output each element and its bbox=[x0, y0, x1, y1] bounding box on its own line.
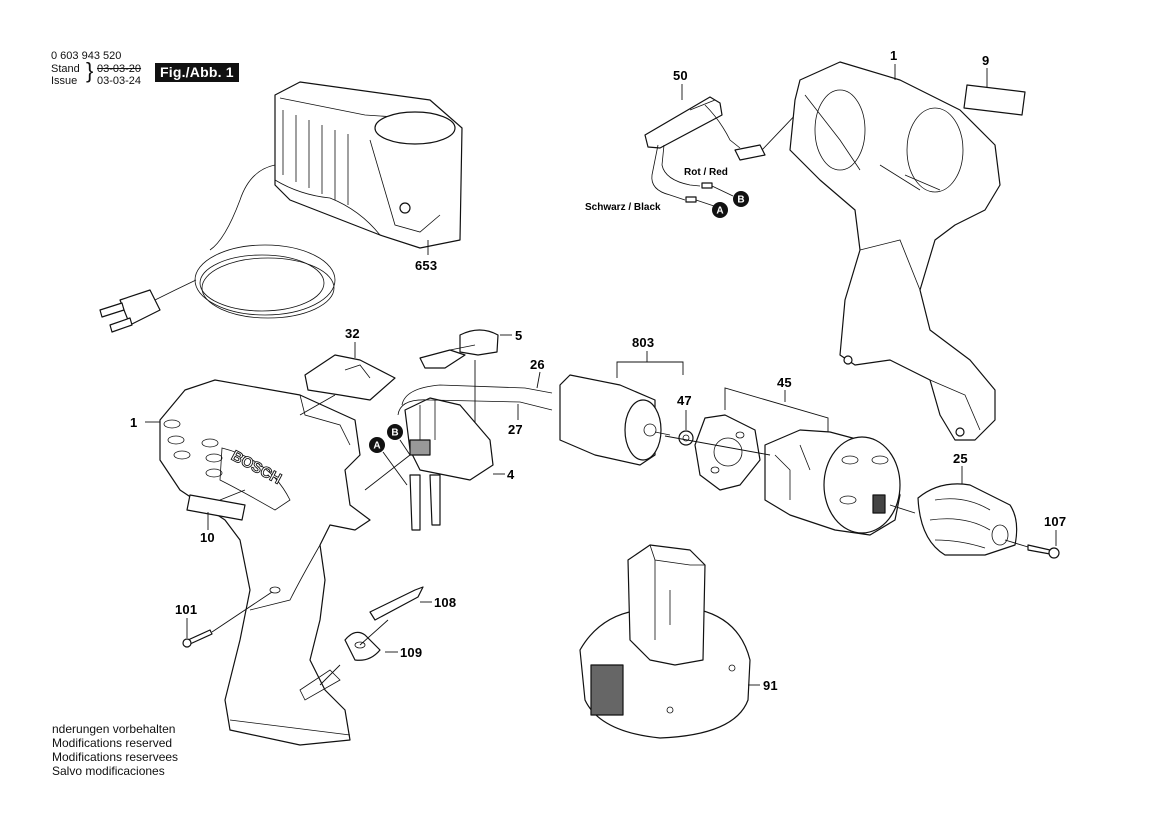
label-1-right: 1 bbox=[890, 48, 897, 63]
label-50: 50 bbox=[673, 68, 688, 83]
axis-line-screw bbox=[1005, 540, 1028, 547]
housing-left-1[interactable] bbox=[160, 380, 370, 745]
label-25: 25 bbox=[953, 451, 968, 466]
part-91-battery[interactable] bbox=[580, 545, 750, 738]
footer-line: Modifications reservees bbox=[52, 750, 179, 764]
svg-text:B: B bbox=[391, 428, 398, 439]
part-101-screw[interactable] bbox=[183, 630, 212, 647]
label-107: 107 bbox=[1044, 514, 1066, 529]
power-cord bbox=[155, 165, 335, 318]
part-10-label-plate[interactable] bbox=[187, 495, 245, 520]
label-47: 47 bbox=[677, 393, 692, 408]
label-108: 108 bbox=[434, 595, 456, 610]
red-connector bbox=[702, 183, 712, 188]
part-108-bit[interactable] bbox=[370, 587, 423, 620]
leader-26 bbox=[537, 372, 540, 388]
bracket-45 bbox=[725, 388, 828, 432]
part-803-motor[interactable] bbox=[560, 375, 670, 465]
svg-text:B: B bbox=[737, 195, 744, 206]
figure-label: Fig./Abb. 1 bbox=[155, 63, 239, 82]
black-connector bbox=[686, 197, 696, 202]
wire-27 bbox=[398, 400, 552, 415]
axis-line-motor bbox=[665, 436, 770, 455]
red-wire bbox=[662, 145, 700, 186]
svg-text:A: A bbox=[373, 441, 380, 452]
label-32: 32 bbox=[345, 326, 360, 341]
plug bbox=[100, 290, 160, 332]
axis-line-chuck bbox=[890, 505, 915, 513]
leader-a-switch bbox=[383, 452, 407, 485]
part-50-contact-plate[interactable] bbox=[645, 97, 765, 160]
label-5: 5 bbox=[515, 328, 522, 343]
axis-line-108 bbox=[360, 620, 388, 645]
axis-line-101 bbox=[212, 592, 272, 632]
label-101: 101 bbox=[175, 602, 197, 617]
marker-a-top: A bbox=[712, 202, 728, 218]
part-109-bit-holder[interactable] bbox=[345, 632, 380, 660]
marker-b-top: B bbox=[733, 191, 749, 207]
footer-notes: nderungen vorbehalten Modifications rese… bbox=[52, 722, 178, 778]
leader-10-to-housing bbox=[220, 490, 245, 500]
part-9-label-plate[interactable] bbox=[964, 85, 1025, 115]
label-653: 653 bbox=[415, 258, 437, 273]
part-number: 0 603 943 520 bbox=[51, 50, 122, 62]
part-4-switch[interactable] bbox=[405, 398, 493, 530]
label-10: 10 bbox=[200, 530, 215, 545]
label-black-wire: Schwarz / Black bbox=[585, 202, 661, 213]
black-wire bbox=[652, 145, 685, 200]
leader-black-a bbox=[696, 200, 714, 206]
housing-right-1[interactable] bbox=[790, 62, 1000, 440]
label-27: 27 bbox=[508, 422, 523, 437]
issue-label: Issue bbox=[51, 75, 78, 87]
part-5-direction-switch[interactable] bbox=[420, 330, 498, 368]
leader-red-b bbox=[712, 186, 733, 196]
marker-b-switch: B bbox=[387, 424, 403, 440]
part-45-ring[interactable] bbox=[695, 415, 760, 490]
charger-653[interactable] bbox=[275, 82, 462, 248]
part-45-gearbox[interactable] bbox=[765, 430, 900, 535]
brace: } bbox=[86, 58, 94, 83]
leader-4-to-housing bbox=[365, 455, 410, 490]
part-47-pinion[interactable] bbox=[679, 431, 693, 445]
bracket-803 bbox=[617, 362, 683, 378]
label-4: 4 bbox=[507, 467, 515, 482]
svg-text:A: A bbox=[716, 206, 723, 217]
axis-line-109 bbox=[320, 665, 340, 685]
label-red-wire: Rot / Red bbox=[684, 167, 728, 178]
label-803: 803 bbox=[632, 335, 654, 350]
label-26: 26 bbox=[530, 357, 545, 372]
part-32-switch-cover[interactable] bbox=[305, 355, 395, 400]
label-9: 9 bbox=[982, 53, 989, 68]
label-45: 45 bbox=[777, 375, 792, 390]
footer-line: Salvo modificaciones bbox=[52, 764, 165, 778]
leader-32-to-housing bbox=[300, 395, 335, 415]
issue-date: 03-03-24 bbox=[97, 75, 142, 87]
stand-label: Stand bbox=[51, 63, 80, 75]
label-109: 109 bbox=[400, 645, 422, 660]
footer-line: nderungen vorbehalten bbox=[52, 722, 176, 736]
part-107-screw[interactable] bbox=[1028, 545, 1059, 558]
stand-date: 03-03-20 bbox=[97, 63, 142, 75]
label-91: 91 bbox=[763, 678, 778, 693]
leader-b-switch bbox=[400, 440, 410, 455]
marker-a-switch: A bbox=[369, 437, 385, 453]
wire-26 bbox=[402, 385, 552, 405]
part-25-chuck[interactable] bbox=[918, 484, 1017, 555]
label-1-left: 1 bbox=[130, 415, 137, 430]
footer-line: Modifications reserved bbox=[52, 736, 173, 750]
